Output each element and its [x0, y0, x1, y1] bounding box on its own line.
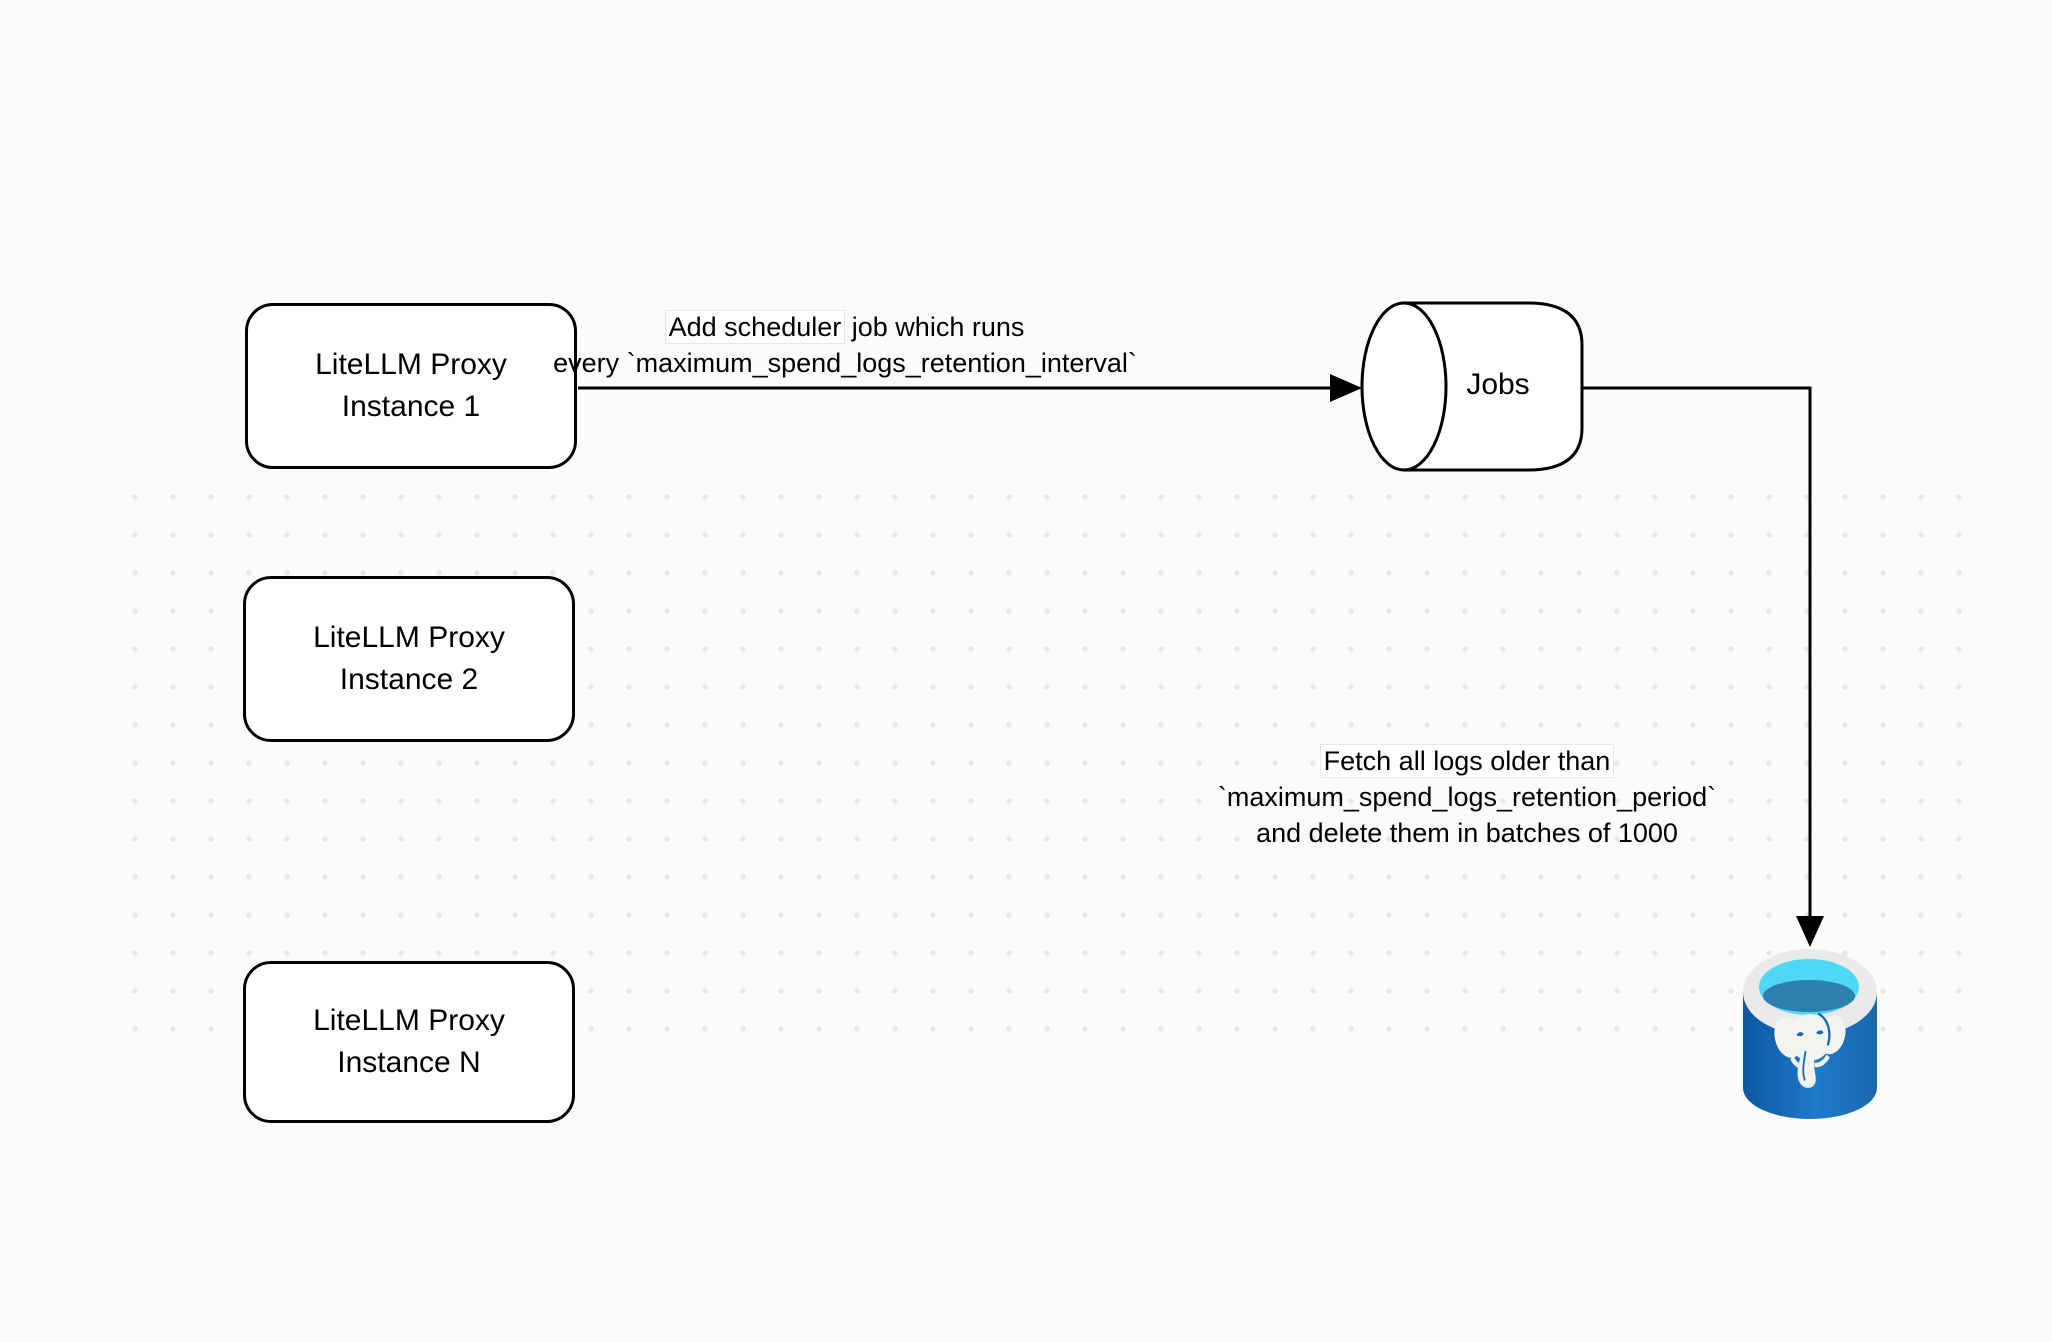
- node-litellm-proxy-instance-2: LiteLLM Proxy Instance 2: [243, 576, 575, 742]
- edge-label-highlight: Fetch all logs older than: [1320, 745, 1614, 777]
- edge-label-highlight: Add scheduler: [665, 311, 845, 343]
- edge-label-line: Add scheduler job which runs: [545, 309, 1145, 345]
- edge-label-line: Fetch all logs older than: [1167, 743, 1767, 779]
- node-label-line: LiteLLM Proxy: [313, 621, 505, 654]
- dot-grid-background: [116, 478, 1978, 1048]
- edge-label-line: `maximum_spend_logs_retention_period`: [1217, 782, 1717, 812]
- node-litellm-proxy-instance-1: LiteLLM Proxy Instance 1: [245, 303, 577, 469]
- jobs-node-label: Jobs: [1466, 368, 1530, 401]
- postgresql-icon: [1743, 949, 1877, 1119]
- node-litellm-proxy-instance-n: LiteLLM Proxy Instance N: [243, 961, 575, 1123]
- edge-label-scheduler: Add scheduler job which runs every `maxi…: [545, 309, 1145, 381]
- node-label-line: LiteLLM Proxy: [315, 348, 507, 381]
- node-label-line: Instance 1: [341, 390, 481, 423]
- edge-fetch-arrow: [1582, 386, 1824, 947]
- jobs-queue-shape: [1360, 301, 1584, 472]
- edge-label-text: job which runs: [844, 312, 1025, 342]
- node-label-line: LiteLLM Proxy: [313, 1004, 505, 1037]
- edge-scheduler-arrow: [578, 374, 1362, 402]
- edge-label-line: every `maximum_spend_logs_retention_inte…: [553, 348, 1137, 378]
- postgres-elephant: [1774, 1012, 1846, 1088]
- node-label-line: Instance 2: [339, 663, 479, 696]
- edge-label-line: and delete them in batches of 1000: [1256, 818, 1678, 848]
- node-label-line: Instance N: [337, 1046, 481, 1079]
- edge-label-fetch: Fetch all logs older than `maximum_spend…: [1167, 743, 1767, 851]
